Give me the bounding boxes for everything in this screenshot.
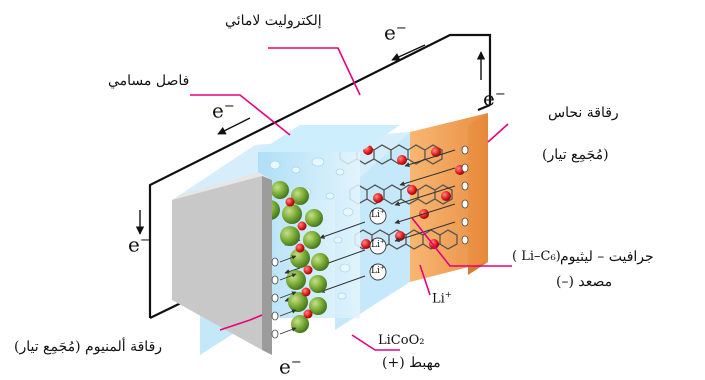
electron-label-bottom: e− [279,354,302,379]
electron-arrow-middle [217,117,251,135]
anode-material-label: جرافيت – ليثيوم [560,249,654,265]
anode-name-label: مصعد (–) [556,274,613,290]
ion-badge-1: Li+ [371,209,385,220]
lithium-ion-label: Li+ [432,289,452,307]
electron-label-middle: e− [212,98,235,123]
electrode-lead-right [477,103,491,112]
aluminum-foil-top [172,172,272,200]
aluminum-foil [172,176,262,350]
circuit-wire [148,33,492,318]
copper-foil-label: رقاقة نحاس [548,105,619,121]
anode-formula-label: ( Li–C₆) [512,249,561,264]
separator-top [258,125,400,152]
lithium-ion-symbol: Li [432,291,445,307]
cathode-name-label: مهبط (+) [382,355,441,371]
separator-label: فاصل مسامي [108,73,190,89]
leader-lines [190,47,512,351]
electron-label-right: e− [483,86,506,111]
ion-badge-3: Li+ [371,265,385,276]
aluminum-electron-arrows [279,255,297,335]
electrolyte-label: إلكتروليت لامائي [225,13,322,29]
electron-label-left: e− [128,232,151,257]
electron-arrow-top [391,44,426,61]
cathode-formula-label: LiCoO₂ [378,333,425,348]
copper-collector-label: (مُجَمِع تيار) [542,147,609,163]
aluminum-foil-label: رقاقة ألمنيوم (مُجَمِع تيار) [14,339,163,355]
lithium-ion-charge: + [444,289,452,299]
ion-badge-2: Li+ [371,239,385,250]
lithium-ion-badges [369,207,387,281]
copper-electron-markers [461,145,469,245]
aluminum-foil-edge [262,176,272,355]
anode-lithium-atoms [361,145,465,249]
electron-label-top: e− [384,20,407,45]
aluminum-electron-markers [271,257,279,339]
